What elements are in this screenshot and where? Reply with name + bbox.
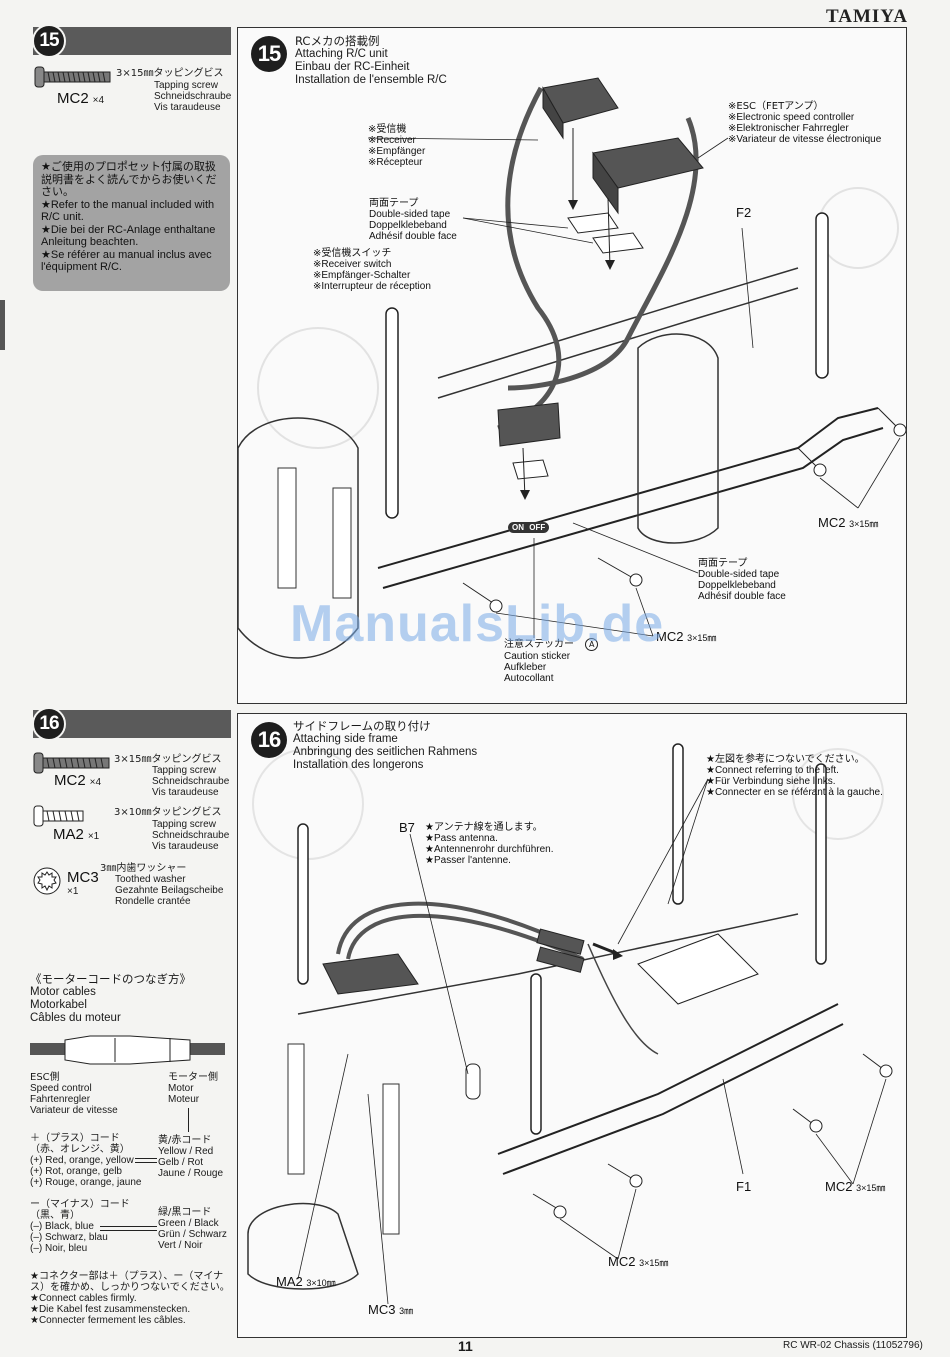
step15-part-mc2-code: MC2×4 bbox=[57, 90, 105, 107]
connect-referring-left-note: ★左図を参考につないでください。 ★Connect referring to t… bbox=[706, 754, 883, 798]
yellow-red-cord-label: 黄/赤コード Yellow / Red Gelb / Rot Jaune / R… bbox=[158, 1135, 224, 1179]
step15-chassis-illustration bbox=[238, 77, 906, 659]
ma2-screw-icon bbox=[33, 805, 85, 827]
step15-part-mc2-size: 3×15㎜タッピングビス bbox=[116, 68, 224, 79]
minus-cord-connector-line bbox=[100, 1226, 157, 1231]
connect-cables-note: ★コネクター部は＋（プラス）、ー（マイナス）を確かめ、しっかりつないでください。… bbox=[30, 1271, 230, 1326]
mc2-screw-icon bbox=[34, 66, 112, 88]
step16-part-mc3-size: 3㎜内歯ワッシャー bbox=[100, 863, 187, 874]
motor-cables-title: 《モーターコードのつなぎ方》 Motor cables Motorkabel C… bbox=[30, 972, 191, 1025]
motor-side-leader bbox=[188, 1108, 189, 1132]
on-off-switch-sticker: ON OFF bbox=[508, 522, 550, 533]
double-sided-tape-label-top: 両面テープ Double-sided tape Doppelklebeband … bbox=[369, 198, 457, 242]
step15-diagram-panel: 15 RCメカの搭載例 Attaching R/C unit Einbau de… bbox=[237, 27, 907, 704]
step15-side-number: 15 bbox=[32, 24, 66, 58]
mc3-callout: MC3 3㎜ bbox=[368, 1302, 414, 1317]
step16-part-ma2-size: 3×10㎜タッピングビス bbox=[114, 807, 222, 818]
toothed-washer-icon bbox=[32, 866, 62, 896]
step16-chassis-illustration bbox=[247, 743, 893, 1305]
mc2-screw-icon bbox=[33, 752, 111, 774]
footer-title: RC WR-02 Chassis (11052796) bbox=[783, 1340, 923, 1351]
receiver-label: ※受信機 ※Receiver ※Empfänger ※Récepteur bbox=[368, 124, 426, 168]
receiver-switch-label: ※受信機スイッチ ※Receiver switch ※Empfänger-Sch… bbox=[313, 248, 431, 292]
step16-title: サイドフレームの取り付け Attaching side frame Anbrin… bbox=[293, 719, 478, 772]
caution-marker-icon: A bbox=[585, 638, 599, 651]
step15-part-mc2-desc: Tapping screw Schneidschraube Vis taraud… bbox=[154, 80, 232, 113]
step16-part-mc2-code: MC2×4 bbox=[54, 772, 102, 789]
plus-cord-connector-line bbox=[135, 1158, 157, 1163]
step16-part-ma2-desc: Tapping screw Schneidschraube Vis taraud… bbox=[152, 819, 230, 852]
step16-diagram-panel: 16 サイドフレームの取り付け Attaching side frame Anb… bbox=[237, 713, 907, 1338]
ma2-callout: MA2 3×10㎜ bbox=[276, 1274, 336, 1289]
step16-part-ma2-code: MA2×1 bbox=[53, 826, 100, 843]
step16-part-mc2-size: 3×15㎜タッピングビス bbox=[114, 754, 222, 765]
double-sided-tape-label-bottom: 両面テープ Double-sided tape Doppelklebeband … bbox=[698, 558, 786, 602]
step16-side-header bbox=[33, 710, 231, 738]
step16-main-number: 16 bbox=[251, 722, 287, 758]
step15-rc-manual-note: ★ご使用のプロポセット付属の取扱説明書をよく読んでからお使いください。 ★Ref… bbox=[33, 155, 230, 291]
minus-cord-label: ー（マイナス）コード （黒、青） (–) Black, blue (–) Sch… bbox=[30, 1199, 130, 1254]
step15-main-number: 15 bbox=[251, 36, 287, 72]
caution-sticker-label: 注意ステッカー A Caution sticker Aufkleber Auto… bbox=[504, 638, 599, 684]
f1-part-label: F1 bbox=[736, 1179, 752, 1194]
f2-part-label: F2 bbox=[736, 205, 752, 220]
brand-logo: TAMIYA bbox=[825, 6, 908, 27]
motor-connector-icon bbox=[30, 1032, 225, 1068]
step15-side-header bbox=[33, 27, 231, 55]
motor-side-label: モーター側 Motor Moteur bbox=[168, 1072, 218, 1105]
b7-part-label: B7 bbox=[399, 820, 415, 835]
page-number: 11 bbox=[458, 1338, 473, 1354]
esc-side-label: ESC側 Speed control Fahrtenregler Variate… bbox=[30, 1072, 118, 1116]
step15-title: RCメカの搭載例 Attaching R/C unit Einbau der R… bbox=[295, 34, 447, 87]
step16-part-mc3-code: MC3 ×1 bbox=[67, 869, 99, 897]
watermark: ManualsLib.de bbox=[290, 595, 665, 653]
step16-side-number: 16 bbox=[32, 707, 66, 741]
binding-mark bbox=[0, 300, 5, 350]
step16-part-mc3-desc: Toothed washer Gezahnte Beilagscheibe Ro… bbox=[115, 874, 224, 907]
plus-cord-label: ＋（プラス）コード （赤、オレンジ、黄） (+) Red, orange, ye… bbox=[30, 1133, 142, 1188]
mc2-bottom-callout: MC2 3×15㎜ bbox=[608, 1254, 669, 1269]
esc-label: ※ESC（FETアンプ） ※Electronic speed controlle… bbox=[728, 101, 882, 145]
mc2-right-callout: MC2 3×15㎜ bbox=[825, 1179, 886, 1194]
mc2-bottom-callout: MC2 3×15㎜ bbox=[656, 629, 717, 644]
step16-part-mc2-desc: Tapping screw Schneidschraube Vis taraud… bbox=[152, 765, 230, 798]
green-black-cord-label: 緑/黒コード Green / Black Grün / Schwarz Vert… bbox=[158, 1207, 227, 1251]
mc2-right-callout: MC2 3×15㎜ bbox=[818, 515, 879, 530]
pass-antenna-note: ★アンテナ線を通します。 ★Pass antenna. ★Antennenroh… bbox=[425, 822, 554, 866]
